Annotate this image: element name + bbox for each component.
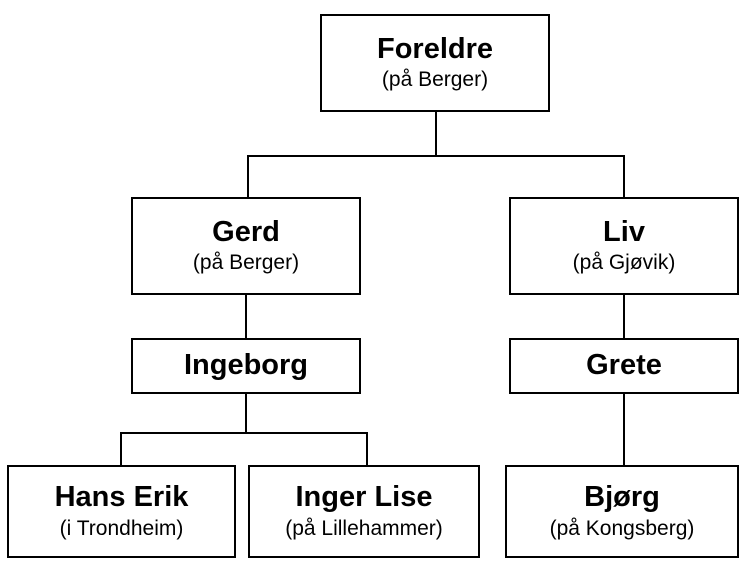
connector-bus-to-hans [120, 432, 122, 465]
connector-root-stem [435, 112, 437, 155]
node-name-ingeborg: Ingeborg [183, 349, 309, 382]
node-name-foreldre: Foreldre [376, 32, 494, 65]
node-place-inger-lise: (på Lillehammer) [285, 516, 443, 540]
connector-ingeborg-stem [245, 394, 247, 432]
node-foreldre[interactable]: Foreldre (på Berger) [320, 14, 550, 112]
node-hans-erik[interactable]: Hans Erik(i Trondheim) [7, 465, 236, 558]
connector-bus-to-liv [623, 155, 625, 197]
node-place-foreldre: (på Berger) [381, 68, 489, 92]
node-name-grete: Grete [586, 349, 662, 382]
node-place-bjorg: (på Kongsberg) [549, 516, 695, 540]
connector-liv-to-grete [623, 295, 625, 338]
node-name-bjorg: Bjørg [584, 481, 660, 514]
node-inger-lise[interactable]: Inger Lise(på Lillehammer) [248, 465, 480, 558]
connector-bus-to-inger [366, 432, 368, 465]
connector-bus-gen4 [120, 432, 368, 434]
connector-bus-to-gerd [247, 155, 249, 197]
node-liv[interactable]: Liv (på Gjøvik) [509, 197, 739, 295]
node-bjorg[interactable]: Bjørg(på Kongsberg) [505, 465, 739, 558]
node-name-hans-erik: Hans Erik [54, 481, 189, 514]
node-place-hans-erik: (i Trondheim) [59, 516, 184, 540]
node-name-gerd: Gerd [212, 215, 280, 248]
node-name-inger-lise: Inger Lise [295, 481, 433, 514]
node-place-liv: (på Gjøvik) [572, 251, 676, 275]
node-gerd[interactable]: Gerd (på Berger) [131, 197, 361, 295]
node-grete[interactable]: Grete [509, 338, 739, 394]
connector-gerd-to-ingeborg [245, 295, 247, 338]
node-name-liv: Liv [603, 215, 645, 248]
node-ingeborg[interactable]: Ingeborg [131, 338, 361, 394]
connector-bus-gen2 [247, 155, 625, 157]
node-place-gerd: (på Berger) [192, 251, 300, 275]
connector-grete-to-bjorg [623, 394, 625, 465]
